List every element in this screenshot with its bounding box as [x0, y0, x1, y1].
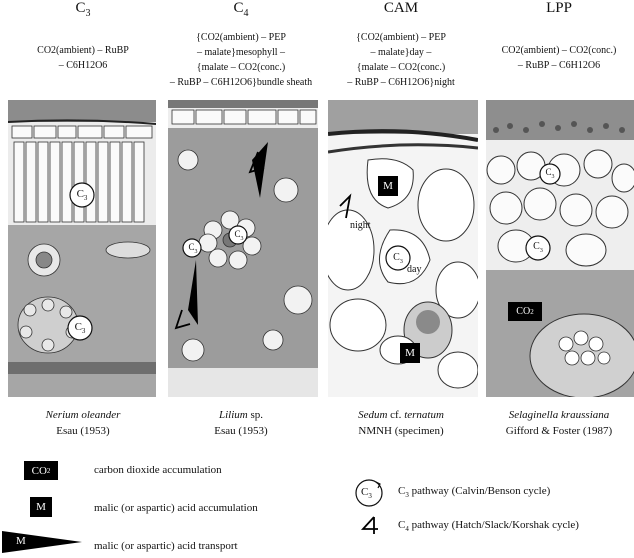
c3-cycle-icon [355, 479, 383, 507]
formula-line: {malate – CO2(conc.) [196, 62, 286, 73]
legend-c3-text: C3 pathway (Calvin/Benson cycle) [398, 485, 551, 500]
c3-cycle-symbol: C3 [533, 241, 543, 254]
species-source: Esau (1953) [214, 425, 268, 437]
lpp-leaf-drawing [486, 100, 634, 397]
species-source: Esau (1953) [56, 425, 110, 437]
formula-cam: {CO2(ambient) – PEP – malate}day – {mala… [326, 30, 476, 90]
formula-line: – RuBP – C6H12O6 [517, 60, 601, 71]
formula-c4: {CO2(ambient) – PEP – malate}mesophyll –… [166, 30, 316, 90]
species-source: Gifford & Foster (1987) [505, 425, 613, 437]
species-qualifier: sp. [250, 409, 263, 421]
formula-line: – RuBP – C6H12O6}night [347, 77, 455, 88]
malic-acid-accumulation-marker: M [378, 176, 398, 196]
caption-c4: Lilium sp. Esau (1953) [166, 407, 316, 439]
formula-line: CO2(ambient) – RuBP [37, 45, 129, 56]
panel-cam-leaf-section: M night C3 day M [328, 100, 478, 397]
heading-cam: CAM [383, 0, 419, 16]
c4-leaf-drawing [168, 100, 318, 397]
night-label: night [350, 220, 371, 231]
c4-cycle-icon [360, 516, 378, 534]
legend-c3-symbol: C3 [354, 478, 384, 508]
formula-line: {CO2(ambient) – PEP [196, 32, 286, 43]
transport-arrow-label: M [16, 535, 26, 547]
legend-transport-arrow: M [2, 531, 82, 553]
formula-line: {CO2(ambient) – PEP [356, 32, 446, 43]
formula-line: – malate}day – [370, 47, 432, 58]
formula-line: {malate – CO2(conc.) [356, 62, 446, 73]
c3-cycle-label: C3 [361, 486, 372, 501]
species-name: Selaginella kraussiana [508, 409, 610, 421]
c3-cycle-symbol: C3 [234, 229, 244, 242]
species-name: Nerium oleander [45, 409, 121, 421]
c3-cycle-symbol: C3 [76, 188, 88, 203]
day-label: day [407, 264, 422, 275]
legend-transport-text: malic (or aspartic) acid transport [94, 540, 238, 552]
legend-m-box: M [30, 497, 52, 517]
caption-cam: Sedum cf. ternatum NMNH (specimen) [326, 407, 476, 439]
panel-c3-leaf-section: C3 C3 [8, 100, 156, 397]
legend-co2-text: carbon dioxide accumulation [94, 464, 222, 476]
species-qualifier: cf. ternatum [390, 409, 444, 421]
heading-lpp: LPP [546, 0, 572, 16]
formula-line: – C6H12O6 [58, 60, 108, 71]
species-source: NMNH (specimen) [358, 425, 444, 437]
c3-leaf-drawing [8, 100, 156, 397]
heading-c3: C3 [75, 0, 91, 19]
transport-arrow-icon [2, 531, 82, 553]
formula-line: CO2(ambient) – CO2(conc.) [501, 45, 617, 56]
c3-cycle-symbol: C3 [393, 252, 403, 265]
formula-line: – RuBP – C6H12O6}bundle sheath [169, 77, 313, 88]
formula-c3: CO2(ambient) – RuBP – C6H12O6 [8, 43, 158, 73]
caption-lpp: Selaginella kraussiana Gifford & Foster … [484, 407, 634, 439]
panel-c4-leaf-section: C3 C3 [168, 100, 318, 397]
species-name: Sedum [358, 409, 388, 421]
caption-c3: Nerium oleander Esau (1953) [8, 407, 158, 439]
species-name: Lilium [218, 409, 248, 421]
legend-c4-text: C4 pathway (Hatch/Slack/Korshak cycle) [398, 519, 579, 534]
malic-acid-accumulation-marker: M [400, 343, 420, 363]
legend-m-text: malic (or aspartic) acid accumulation [94, 502, 258, 514]
formula-line: – malate}mesophyll – [196, 47, 286, 58]
c3-cycle-symbol: C3 [188, 242, 198, 255]
heading-c4: C4 [233, 0, 249, 19]
c3-cycle-symbol: C3 [74, 321, 86, 336]
c3-cycle-symbol: C3 [545, 167, 555, 180]
legend-c4-symbol [360, 515, 380, 535]
formula-lpp: CO2(ambient) – CO2(conc.) – RuBP – C6H12… [484, 43, 634, 73]
